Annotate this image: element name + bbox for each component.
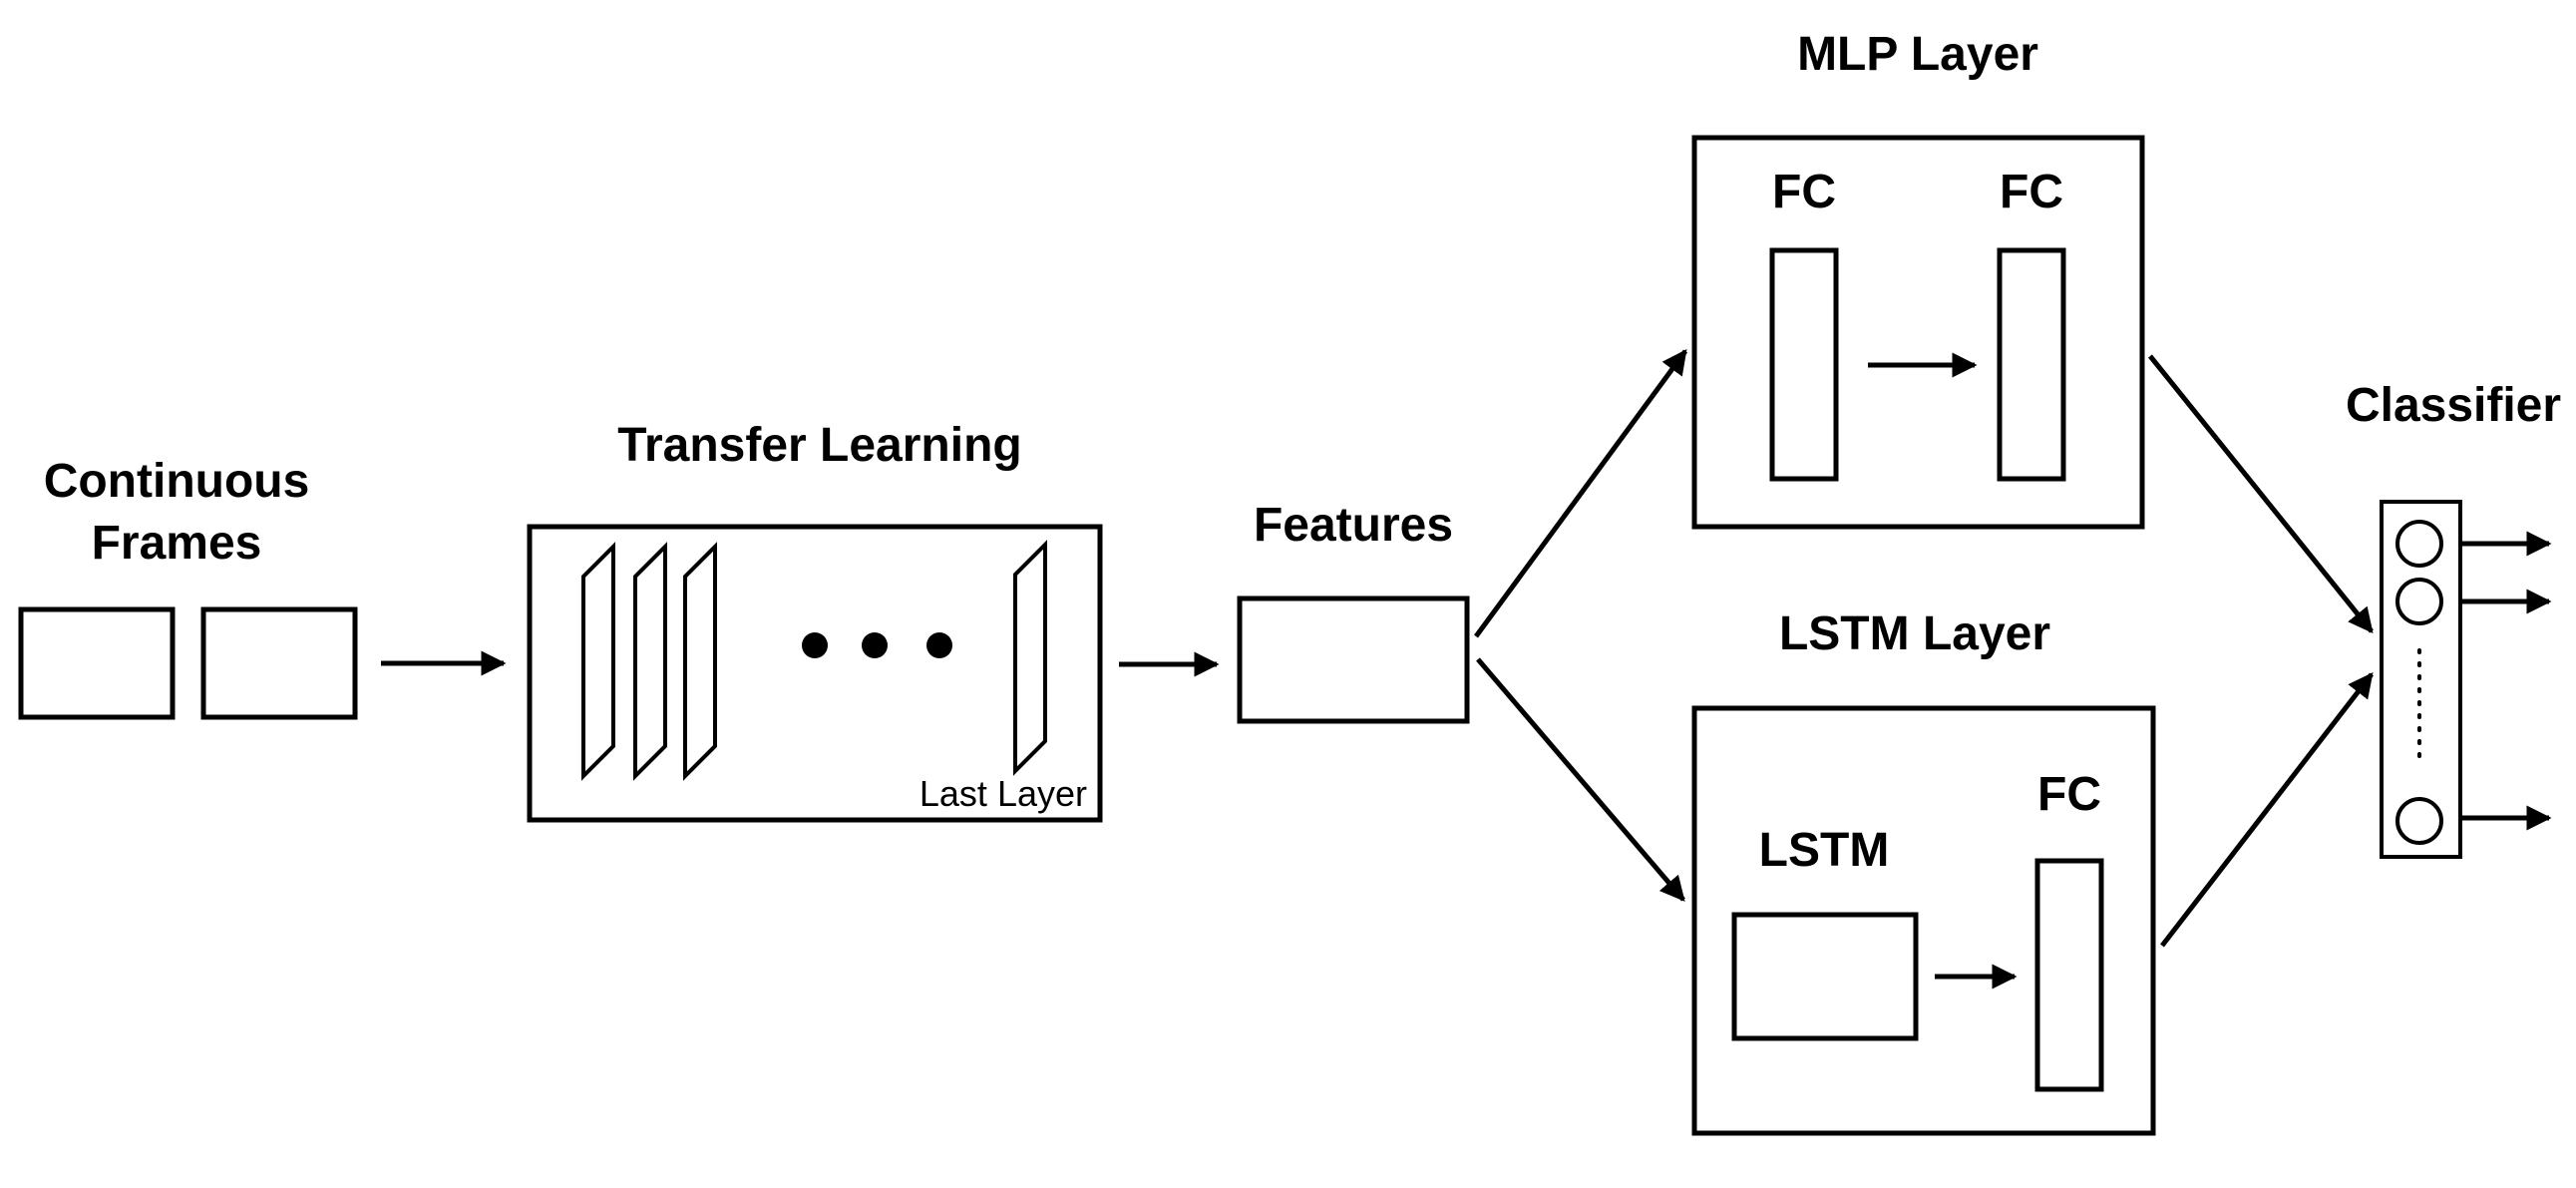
lstm-fc-label: FC	[2037, 768, 2101, 821]
mlp-fc2-box	[1997, 247, 2066, 482]
mlp-fc1-box	[1769, 247, 1839, 482]
mlp-fc1-label: FC	[1772, 166, 1836, 218]
lstm-fc-box	[2034, 858, 2104, 1092]
arrow-features-to-mlp	[1473, 348, 1688, 638]
continuous-frames-label-line1: Continuous	[44, 455, 310, 508]
cnn-last-layer	[1013, 540, 1047, 776]
transfer-learning-label: Transfer Learning	[617, 419, 1021, 472]
arrow-mlp-to-classifier	[2148, 354, 2374, 633]
cnn-layer-3	[683, 542, 717, 781]
frame-box-1	[18, 606, 176, 720]
features-group: Features	[1237, 499, 1470, 724]
lstm-block-label: LSTM	[1759, 824, 1890, 877]
mlp-layer-box	[1691, 135, 2145, 530]
classifier-group: Classifier	[2346, 379, 2561, 859]
classifier-node-2	[2395, 578, 2443, 625]
classifier-node-1	[2395, 520, 2443, 568]
features-box	[1237, 595, 1470, 724]
continuous-frames-group: Continuous Frames	[18, 455, 358, 720]
cnn-layer-2	[633, 542, 667, 781]
arrow-lstm-to-classifier	[2160, 672, 2374, 948]
transfer-learning-group: Transfer Learning Last Layer	[527, 419, 1103, 823]
classifier-box	[2380, 500, 2462, 859]
features-label: Features	[1254, 499, 1453, 552]
ellipsis-dot-1	[802, 632, 828, 658]
ellipsis-dot-3	[926, 632, 952, 658]
transfer-learning-box	[527, 524, 1103, 823]
lstm-block-box	[1731, 912, 1919, 1041]
continuous-frames-label-line2: Frames	[92, 517, 262, 570]
lstm-layer-box	[1691, 705, 2156, 1136]
lstm-layer-label: LSTM Layer	[1779, 607, 2050, 660]
mlp-layer-label: MLP Layer	[1797, 28, 2038, 81]
mlp-fc2-label: FC	[2000, 166, 2063, 218]
last-layer-label: Last Layer	[920, 773, 1087, 814]
classifier-node-n	[2395, 797, 2443, 845]
mlp-layer-group: MLP Layer FC FC	[1691, 28, 2145, 530]
cnn-layer-1	[581, 542, 615, 781]
lstm-layer-group: LSTM Layer LSTM FC	[1691, 607, 2156, 1136]
frame-box-2	[200, 606, 358, 720]
arrow-features-to-lstm	[1476, 657, 1685, 902]
classifier-label: Classifier	[2346, 379, 2561, 432]
ellipsis-dot-2	[862, 632, 888, 658]
